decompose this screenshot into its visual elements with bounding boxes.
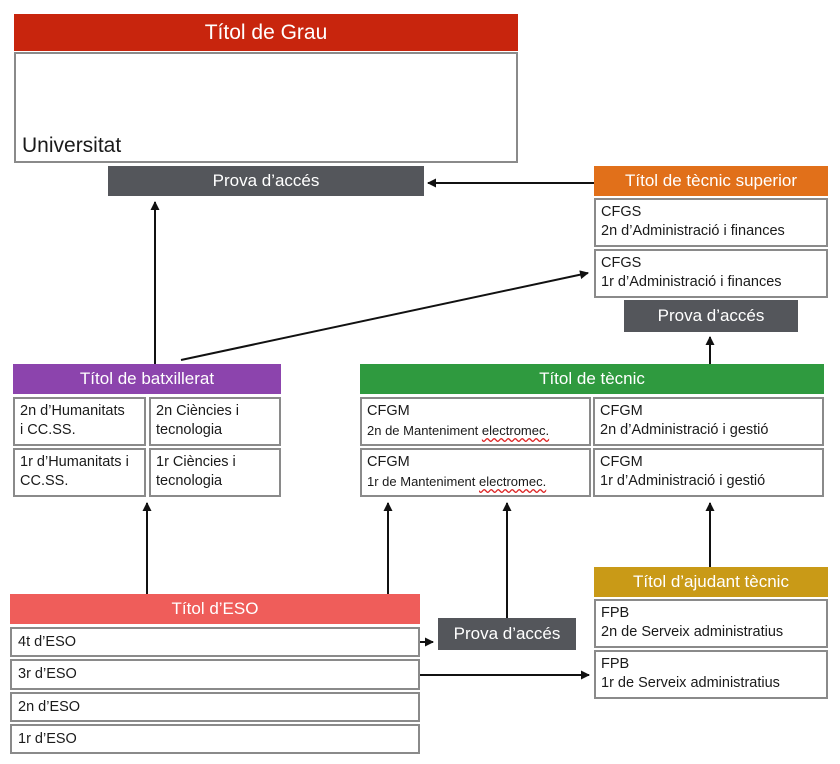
course-line: CC.SS.	[20, 473, 69, 489]
course-name: 2n de Serveix administratius	[601, 624, 784, 640]
prova-acces-cfgm: Prova d’accés	[438, 618, 576, 650]
course-name: 1r d’Administració i gestió	[600, 473, 766, 489]
grau-header: Títol de Grau	[14, 14, 518, 51]
batx-2n-humanitats: 2n d’Humanitats i CC.SS.	[13, 397, 146, 446]
course-name: 2n d’Administració i finances	[601, 223, 785, 239]
prova-acces-universitat: Prova d’accés	[108, 166, 424, 196]
course-line: tecnologia	[156, 422, 223, 438]
cfgm-2n-administracio: CFGM 2n d’Administració i gestió	[593, 397, 824, 446]
course-code: FPB	[601, 656, 630, 672]
cfgs-2n-box: CFGS 2n d’Administració i finances	[594, 198, 828, 247]
course-code: CFGM	[367, 403, 410, 419]
course-code: CFGM	[367, 454, 410, 470]
course-code: CFGM	[600, 454, 643, 470]
fpb-2n-box: FPB 2n de Serveix administratius	[594, 599, 828, 648]
course-line: 1r Ciències i	[156, 454, 236, 470]
eso-header: Títol d’ESO	[10, 594, 420, 624]
course-code: CFGS	[601, 255, 642, 271]
cfgm-2n-manteniment: CFGM 2n de Manteniment electromec.	[360, 397, 591, 446]
ajudant-tecnic-header: Títol d’ajudant tècnic	[594, 567, 828, 597]
course-name: 2n de Manteniment electromec.	[367, 423, 550, 438]
eso-4t-box: 4t d’ESO	[10, 627, 420, 657]
tecnic-header: Títol de tècnic	[360, 364, 824, 394]
course-name: 2n d’Administració i gestió	[600, 422, 769, 438]
course-code: FPB	[601, 605, 630, 621]
eso-3r-box: 3r d’ESO	[10, 659, 420, 690]
course-code: CFGM	[600, 403, 643, 419]
course-line: 2n Ciències i	[156, 403, 240, 419]
universitat-box: Universitat	[14, 52, 518, 163]
batx-2n-ciencies: 2n Ciències i tecnologia	[149, 397, 281, 446]
arrow-batxillerat-to-cfgs	[180, 270, 589, 361]
cfgm-1r-administracio: CFGM 1r d’Administració i gestió	[593, 448, 824, 497]
course-name: 1r de Manteniment electromec.	[367, 474, 547, 489]
eso-1r-box: 1r d’ESO	[10, 724, 420, 754]
course-line: 1r d’Humanitats i	[20, 454, 129, 470]
course-name: 1r d’Administració i finances	[601, 274, 782, 290]
course-line: 2n d’Humanitats	[20, 403, 125, 419]
course-code: CFGS	[601, 204, 642, 220]
batx-1r-humanitats: 1r d’Humanitats i CC.SS.	[13, 448, 146, 497]
fpb-1r-box: FPB 1r de Serveix administratius	[594, 650, 828, 699]
course-name: 1r de Serveix administratius	[601, 675, 780, 691]
universitat-label: Universitat	[22, 134, 122, 157]
course-line: i CC.SS.	[20, 422, 76, 438]
course-line: tecnologia	[156, 473, 223, 489]
batxillerat-header: Títol de batxillerat	[13, 364, 281, 394]
prova-acces-cfgs: Prova d’accés	[624, 300, 798, 332]
cfgm-1r-manteniment: CFGM 1r de Manteniment electromec.	[360, 448, 591, 497]
batx-1r-ciencies: 1r Ciències i tecnologia	[149, 448, 281, 497]
eso-2n-box: 2n d’ESO	[10, 692, 420, 722]
tecnic-superior-header: Títol de tècnic superior	[594, 166, 828, 196]
cfgs-1r-box: CFGS 1r d’Administració i finances	[594, 249, 828, 298]
